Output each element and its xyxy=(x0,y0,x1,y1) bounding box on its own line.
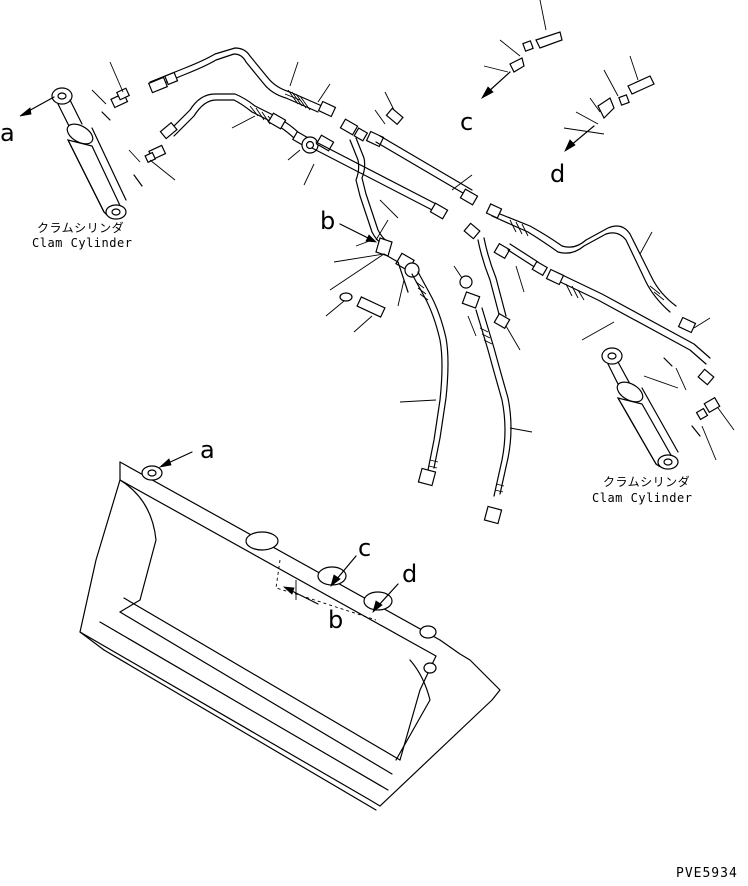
arrow-b-pipe: b xyxy=(320,207,378,247)
small-mid-tube xyxy=(493,242,549,293)
drawing-code: PVE5934 xyxy=(676,866,738,881)
detail-c: c xyxy=(460,0,563,136)
left-clam-cylinder xyxy=(51,87,143,220)
ref-d-bucket: d xyxy=(402,560,417,588)
hanging-hose-right xyxy=(453,265,533,525)
arrow-c-bucket: c xyxy=(330,534,371,588)
long-tube-1 xyxy=(375,135,479,206)
mid-block xyxy=(325,219,420,333)
right-clam-cylinder xyxy=(601,347,735,470)
detail-d: d xyxy=(550,55,655,188)
arrow-b-bucket: b xyxy=(282,586,343,634)
hanging-hose-left xyxy=(399,271,449,487)
ref-c-bucket: c xyxy=(358,534,371,562)
bucket xyxy=(79,461,501,811)
ref-c-top: c xyxy=(460,108,473,136)
left-caption-jp: クラムシリンダ xyxy=(37,220,124,235)
right-hose-2 xyxy=(545,268,715,391)
right-caption-en: Clam Cylinder xyxy=(592,491,692,505)
upper-hose-1 xyxy=(147,47,337,118)
right-caption-jp: クラムシリンダ xyxy=(603,474,690,489)
ref-a-top: a xyxy=(0,119,15,147)
ref-b-pipe: b xyxy=(320,207,335,235)
upper-hose-2 xyxy=(159,93,309,147)
ref-d-top: d xyxy=(550,160,565,188)
ref-a-bucket: a xyxy=(200,436,215,464)
ref-b-bucket: b xyxy=(328,606,343,634)
arrow-a-top: a xyxy=(0,96,55,147)
arrow-a-bucket: a xyxy=(158,436,215,468)
center-right-pipe xyxy=(463,222,521,351)
left-cylinder-fittings xyxy=(91,61,176,181)
long-tube-2 xyxy=(287,141,449,220)
left-caption-en: Clam Cylinder xyxy=(32,236,132,250)
arrow-d-bucket: d xyxy=(372,560,417,614)
right-hose-long xyxy=(485,203,711,334)
